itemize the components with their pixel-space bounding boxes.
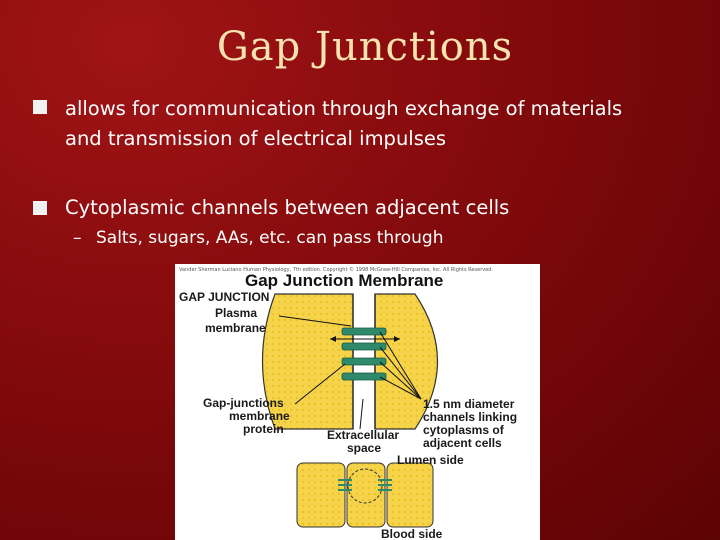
figure-credit: Vander Sherman Luciano Human Physiology,…: [179, 266, 493, 273]
sub-bullet-dash: –: [73, 228, 82, 248]
label-gapj-1: Gap-junctions: [203, 396, 284, 410]
bullet-marker-1: [33, 100, 47, 114]
label-membrane: membrane: [205, 321, 266, 335]
bullet-2-line-1: Cytoplasmic channels between adjacent ce…: [65, 196, 510, 219]
slide-title: Gap Junctions: [216, 24, 514, 70]
bullet-marker-2: [33, 201, 47, 215]
leader-lines: [278, 315, 422, 430]
label-lumen: Lumen side: [397, 453, 464, 467]
right-cell-upper: [374, 293, 438, 430]
label-chan-3: cytoplasms of: [423, 423, 505, 437]
label-gapj-2: membrane: [229, 409, 290, 423]
label-chan-1: 1.5 nm diameter: [423, 397, 515, 411]
bullet-1-line-2: and transmission of electrical impulses: [65, 127, 447, 150]
left-cell-upper: [261, 293, 354, 430]
label-gap-junction: GAP JUNCTION: [179, 290, 269, 304]
figure-title: Gap Junction Membrane: [245, 271, 443, 290]
bullet-1-line-1: allows for communication through exchang…: [65, 97, 623, 120]
label-extracellular: Extracellular: [327, 428, 399, 442]
label-chan-2: channels linking: [423, 410, 517, 424]
gap-junction-channels: [341, 327, 387, 381]
epithelial-cells: [296, 462, 434, 528]
label-space: space: [347, 441, 381, 455]
label-chan-4: adjacent cells: [423, 436, 502, 450]
gap-junction-diagram: Vander Sherman Luciano Human Physiology,…: [175, 264, 540, 540]
label-gapj-3: protein: [243, 422, 284, 436]
sub-bullet-text: Salts, sugars, AAs, etc. can pass throug…: [96, 228, 444, 248]
label-blood: Blood side: [381, 527, 443, 540]
label-plasma: Plasma: [215, 306, 257, 320]
small-junctions: [338, 479, 392, 491]
